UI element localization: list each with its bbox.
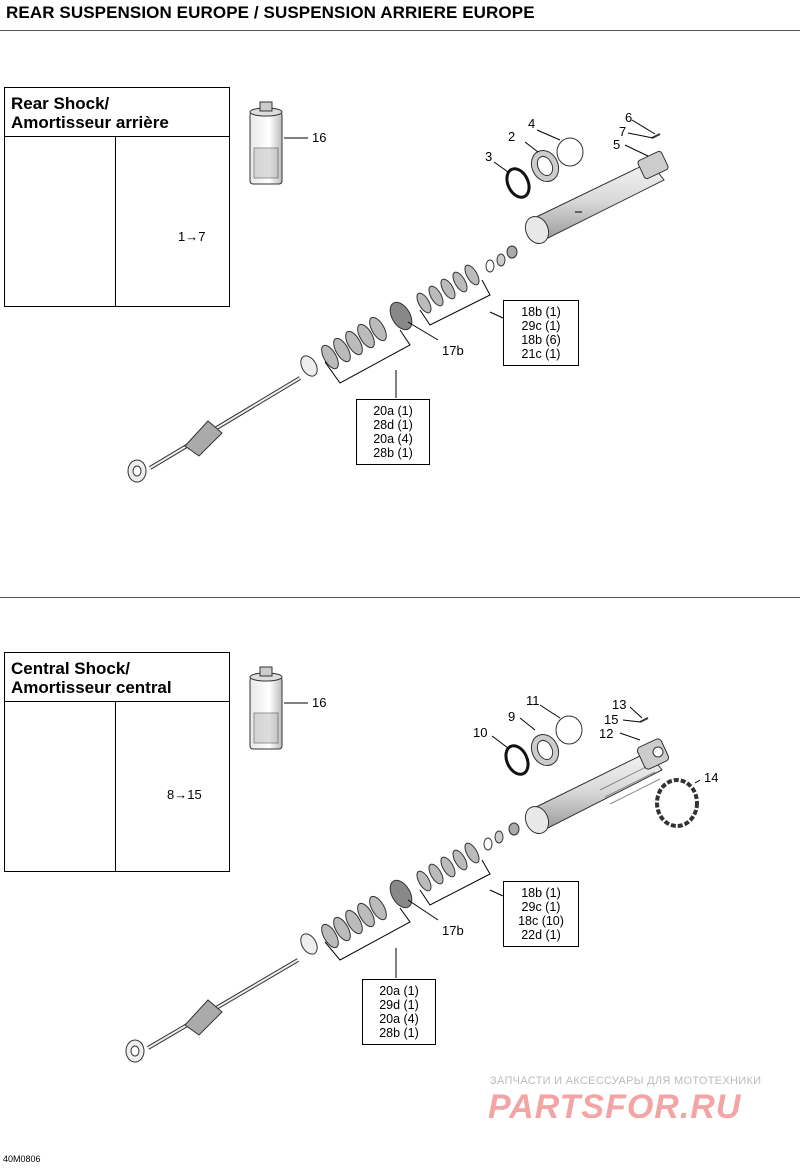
rear-oil-bottle: [249, 101, 283, 185]
qty-line: 21c (1): [521, 347, 561, 361]
qty-line: 18c (10): [518, 914, 564, 928]
rear-inset-ref: 1→7: [178, 229, 206, 244]
rear-inset-title-fr: Amortisseur arrière: [11, 113, 169, 132]
qty-line: 18b (6): [521, 333, 561, 347]
qty-line: 18b (1): [521, 886, 561, 900]
central-inset-title: Central Shock/ Amortisseur central: [5, 653, 229, 703]
callout-12: 12: [599, 726, 614, 741]
qty-line: 29c (1): [521, 900, 561, 914]
rear-leaders: [493, 119, 656, 213]
qty-line: 28b (1): [373, 446, 413, 460]
central-inset-divider: [5, 701, 229, 702]
qty-line: 22d (1): [521, 928, 561, 942]
watermark-logo: PARTSFOR.RU: [488, 1088, 742, 1126]
adjuster-ring: [655, 778, 699, 828]
qty-line: 18b (1): [521, 305, 561, 319]
qty-line: 28b (1): [379, 1026, 419, 1040]
rear-shock-inset: Rear Shock/ Amortisseur arrière: [4, 87, 230, 307]
central-shaft-assembly: [125, 822, 520, 1063]
callout-17b-rear: 17b: [442, 343, 464, 358]
qty-line: 28d (1): [373, 418, 413, 432]
qty-line: 29d (1): [379, 998, 419, 1012]
callout-3: 3: [485, 149, 493, 164]
section-divider: [0, 597, 800, 598]
central-bracket-lines: [324, 859, 504, 978]
callout-16-central: 16: [312, 695, 327, 710]
central-shock-inset: Central Shock/ Amortisseur central: [4, 652, 230, 872]
callout-4: 4: [528, 116, 536, 131]
central-inset-ref: 8→15: [167, 787, 202, 802]
central-inset-title-en: Central Shock/: [11, 659, 131, 678]
rear-shaft-assembly: [127, 245, 518, 483]
callout-5: 5: [613, 137, 621, 152]
qty-line: 29c (1): [521, 319, 561, 333]
callout-15: 15: [604, 712, 619, 727]
callout-6: 6: [625, 110, 633, 125]
callout-2: 2: [508, 129, 516, 144]
central-inset-vdivider: [115, 701, 116, 871]
page-title: REAR SUSPENSION EUROPE / SUSPENSION ARRI…: [6, 3, 535, 22]
qty-line: 20a (1): [373, 404, 413, 418]
rear-cylinder: [524, 150, 669, 245]
central-inset-title-fr: Amortisseur central: [11, 678, 172, 697]
callout-14: 14: [704, 770, 719, 785]
callout-13: 13: [612, 697, 627, 712]
qty-line: 20a (4): [373, 432, 413, 446]
watermark-tagline: ЗАПЧАСТИ И АКСЕССУАРЫ ДЛЯ МОТОТЕХНИКИ: [490, 1075, 762, 1087]
document-code: 40M0806: [3, 1154, 41, 1164]
rear-bracket-lines: [324, 279, 504, 398]
rear-inset-divider: [5, 136, 229, 137]
qty-line: 20a (4): [379, 1012, 419, 1026]
callout-9: 9: [508, 709, 516, 724]
central-cylinder: [524, 738, 670, 835]
rear-inset-title: Rear Shock/ Amortisseur arrière: [5, 88, 229, 138]
qty-line: 20a (1): [379, 984, 419, 998]
central-qty-box-lower: 20a (1) 29d (1) 20a (4) 28b (1): [362, 979, 436, 1045]
callout-16-rear: 16: [312, 130, 327, 145]
rear-inset-vdivider: [115, 136, 116, 306]
rear-qty-box-upper: 18b (1) 29c (1) 18b (6) 21c (1): [503, 300, 579, 366]
callout-7: 7: [619, 124, 627, 139]
central-leaders: [491, 704, 701, 784]
central-oil-bottle: [249, 666, 283, 750]
callout-17b-central: 17b: [442, 923, 464, 938]
rear-inset-title-en: Rear Shock/: [11, 94, 110, 113]
central-qty-box-upper: 18b (1) 29c (1) 18c (10) 22d (1): [503, 881, 579, 947]
callout-10: 10: [473, 725, 488, 740]
header-rule: [0, 30, 800, 31]
rear-qty-box-lower: 20a (1) 28d (1) 20a (4) 28b (1): [356, 399, 430, 465]
callout-11: 11: [526, 693, 540, 708]
